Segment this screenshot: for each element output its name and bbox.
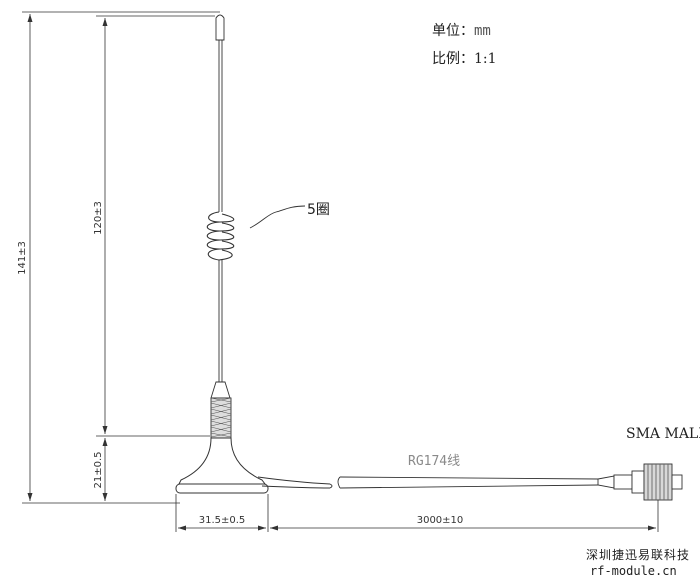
unit-note: 单位：mm	[432, 20, 491, 40]
magnetic-base	[178, 437, 266, 485]
dim-whip-height-label: 120±3	[93, 201, 104, 235]
dim-base-height	[102, 438, 108, 501]
antenna-whip	[215, 14, 225, 382]
dim-total-height-label: 141±3	[17, 241, 28, 275]
coil-leader-line	[249, 205, 306, 229]
scale-label: 比例：	[432, 51, 474, 67]
dim-base-height-label: 21±0.5	[93, 451, 104, 488]
dim-base-diameter	[175, 494, 269, 532]
dim-cable-length	[270, 500, 659, 532]
magnetic-base-foot	[175, 483, 269, 494]
dim-total-height	[22, 11, 220, 504]
coil	[206, 211, 235, 261]
braid-pattern	[210, 397, 232, 438]
sma-connector	[597, 463, 683, 501]
unit-value: mm	[474, 23, 491, 39]
company-name: 深圳捷迅易联科技	[586, 548, 691, 562]
company-website: rf-module.cn	[590, 564, 677, 578]
dim-whip-height	[96, 15, 215, 437]
scale-value: 1:1	[474, 51, 497, 67]
connector-label: SMA MALE	[626, 426, 700, 442]
scale-note: 比例：1:1	[432, 48, 497, 68]
unit-label: 单位：	[432, 23, 474, 39]
cable-type-label: RG174线	[408, 454, 460, 469]
dim-base-diameter-label: 31.5±0.5	[199, 515, 246, 526]
coax-cable	[257, 476, 599, 489]
coil-turns-label: 5圈	[307, 202, 330, 218]
dim-cable-length-label: 3000±10	[417, 515, 464, 526]
